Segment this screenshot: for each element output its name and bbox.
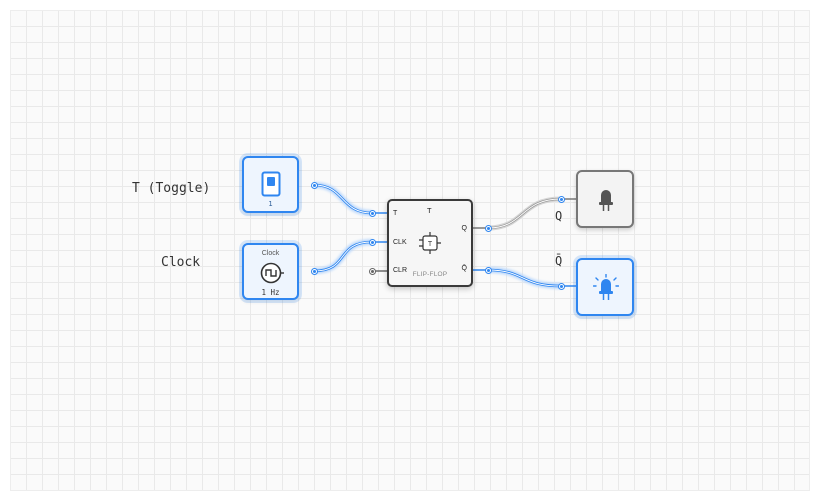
ff-output-qbar: Q̄ — [461, 265, 467, 272]
ff-type-letter: T — [427, 206, 432, 215]
square-wave-icon — [260, 262, 284, 284]
wire-qbar-to-led[interactable] — [473, 267, 577, 289]
ff-clk-port[interactable] — [370, 240, 375, 245]
clock-label: Clock — [161, 255, 201, 270]
ff-input-clr: CLR — [393, 267, 408, 274]
wire-q-to-led[interactable] — [473, 196, 577, 231]
clock-source-node[interactable]: Clock 1 Hz — [242, 243, 299, 300]
led-qbar-node[interactable] — [576, 258, 634, 316]
led-off-icon — [599, 190, 613, 211]
switch-icon — [261, 171, 281, 197]
flip-flop-icon: T — [419, 232, 441, 254]
ff-input-clk: CLK — [393, 239, 407, 246]
toggle-output-port[interactable] — [312, 183, 317, 188]
q-output-label: Q — [555, 209, 563, 223]
ff-output-q: Q — [461, 225, 467, 232]
ff-icon-letter: T — [428, 241, 433, 248]
toggle-label: T (Toggle) — [132, 181, 211, 196]
led-on-icon — [593, 274, 619, 300]
clock-output-port[interactable] — [312, 269, 317, 274]
wire-clock-to-clk[interactable] — [313, 239, 387, 274]
ff-name: FLIP-FLOP — [412, 271, 448, 278]
led-q-input-port[interactable] — [559, 197, 564, 202]
qbar-output-label: Q̄ — [555, 254, 563, 268]
toggle-value: 1 — [268, 200, 273, 208]
clock-node-title: Clock — [261, 250, 280, 257]
toggle-switch-node[interactable]: 1 — [242, 156, 299, 213]
led-qbar-input-port[interactable] — [559, 284, 564, 289]
ff-clr-port[interactable] — [370, 269, 375, 274]
clock-frequency: 1 Hz — [261, 288, 280, 297]
ff-t-port[interactable] — [370, 211, 375, 216]
t-flip-flop[interactable]: T T CLK CLR Q Q̄ T FLIP-FLOP — [387, 199, 473, 287]
ff-q-port[interactable] — [486, 226, 491, 231]
wire-toggle-to-t[interactable] — [313, 182, 387, 216]
ff-qbar-port[interactable] — [486, 268, 491, 273]
led-q-node[interactable] — [576, 170, 634, 228]
ff-input-t: T — [393, 210, 398, 217]
